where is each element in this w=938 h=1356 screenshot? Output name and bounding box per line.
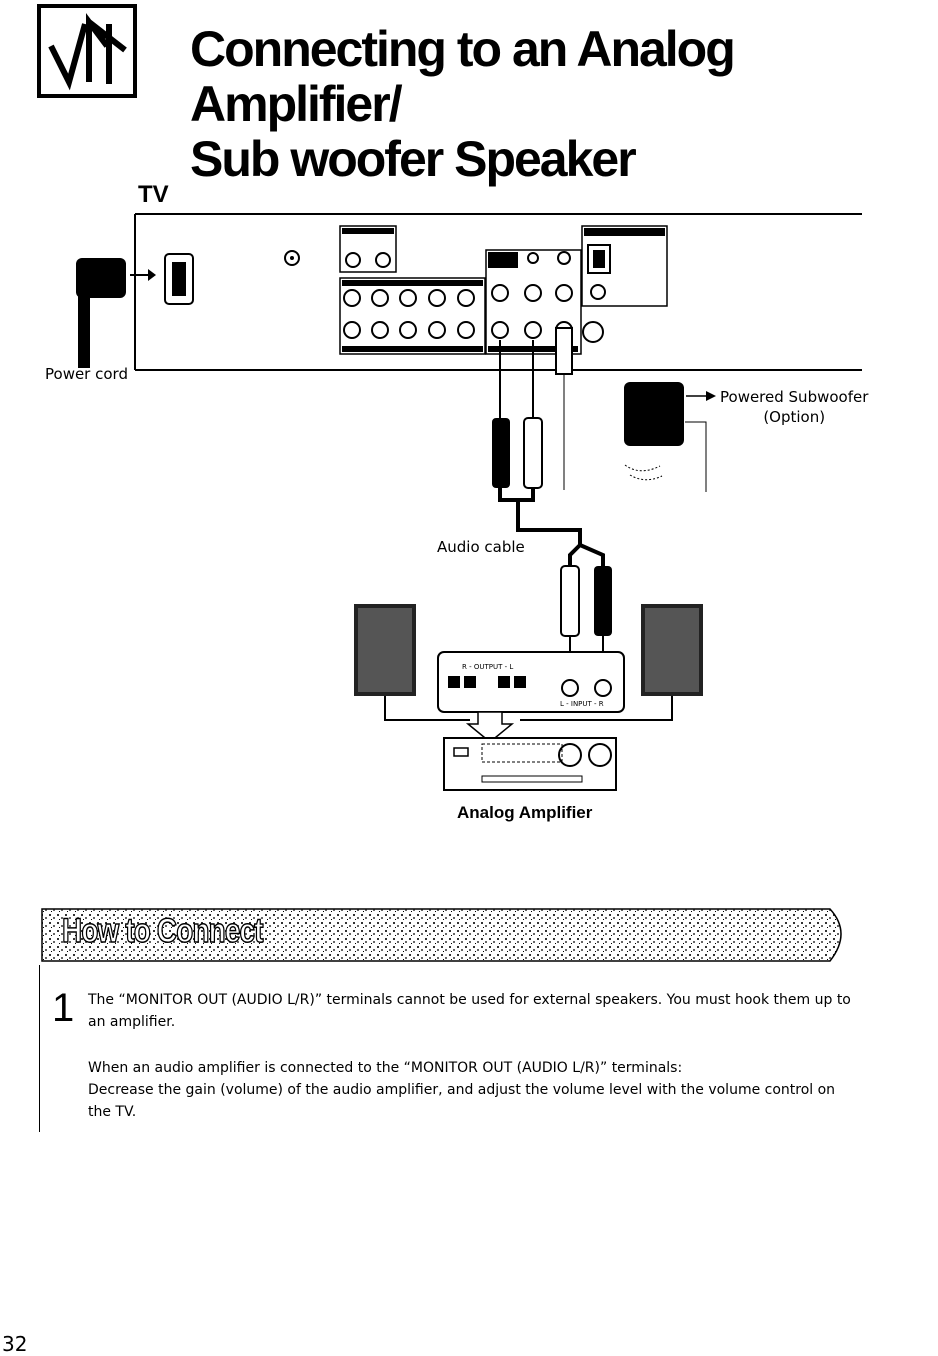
section-rule <box>39 965 40 1132</box>
analog-amplifier <box>443 737 617 791</box>
section-icon <box>37 4 137 98</box>
amplifier-label: Analog Amplifier <box>457 803 593 822</box>
how-to-connect-heading: How to Connect <box>61 911 264 951</box>
title-line-1: Connecting to an Analog Amplifier/ <box>190 21 736 132</box>
power-cord-label: Power cord <box>45 365 128 383</box>
subwoofer-label: Powered Subwoofer (Option) <box>720 387 868 427</box>
note-body: Decrease the gain (volume) of the audio … <box>88 1082 836 1120</box>
speakers <box>354 604 703 721</box>
title-line-2: Sub woofer Speaker <box>190 131 637 187</box>
how-to-connect-banner <box>41 908 842 962</box>
subwoofer-label-line-2: (Option) <box>763 408 826 426</box>
note-intro: When an audio amplifier is connected to … <box>88 1060 683 1076</box>
amp-input-label: L - INPUT - R <box>560 700 604 708</box>
tv-back-panel <box>134 213 862 371</box>
subwoofer <box>624 382 716 492</box>
tv-label: TV <box>138 181 169 208</box>
step-number: 1 <box>52 986 75 1030</box>
page-title: Connecting to an Analog Amplifier/ Sub w… <box>190 22 910 187</box>
power-cord <box>76 258 156 368</box>
subwoofer-label-line-1: Powered Subwoofer <box>720 388 869 406</box>
connection-diagram: R - OUTPUT - L L - INPUT - R <box>76 213 862 791</box>
step-text: The “MONITOR OUT (AUDIO L/R)” terminals … <box>88 992 851 1030</box>
page-number: 32 <box>2 1332 28 1356</box>
tv-audio-cable <box>492 327 612 690</box>
audio-cable-label: Audio cable <box>437 538 525 556</box>
amp-output-label: R - OUTPUT - L <box>462 663 513 671</box>
amplifier-terminal-panel: R - OUTPUT - L L - INPUT - R <box>437 651 625 743</box>
